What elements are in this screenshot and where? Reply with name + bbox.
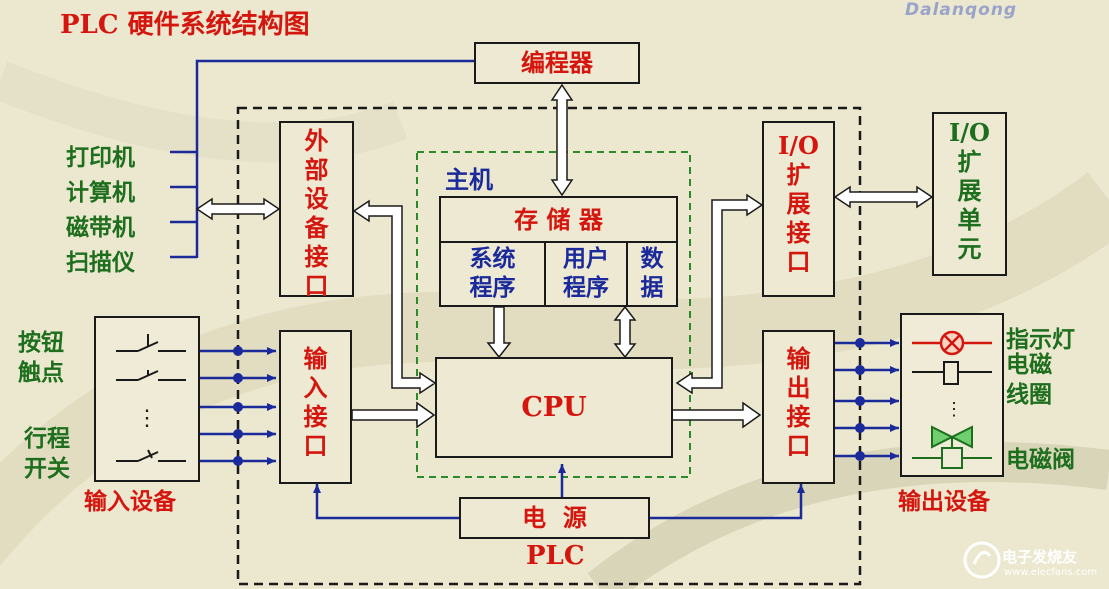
output-label-line: 电磁 — [1006, 351, 1052, 378]
output-lines — [835, 338, 899, 461]
io-expansion-interface-char: 口 — [786, 247, 811, 276]
double-arrow-data-cpu — [613, 305, 637, 359]
double-arrow-ioexp-cpu — [675, 193, 764, 395]
double-arrow-programmer-memory — [550, 83, 574, 197]
output-label-valve: 电磁阀 — [1006, 446, 1075, 473]
output-interface-char: 接 — [786, 402, 811, 431]
peripheral-printer: 打印机 — [66, 144, 135, 171]
io-expansion-unit-char: 扩 — [957, 147, 982, 176]
output-device-box: ⋮ — [900, 313, 1004, 477]
output-device-caption: 输出设备 — [898, 488, 990, 515]
input-interface-box: 输 入 接 口 — [279, 330, 352, 484]
data-cell: 数 据 — [628, 244, 676, 302]
input-label-line: 开关 — [24, 455, 70, 482]
arrow-cpu-output — [671, 401, 762, 429]
io-expansion-interface-char: 展 — [786, 189, 811, 218]
io-expansion-unit-char: 元 — [957, 234, 982, 263]
data-line: 据 — [640, 274, 664, 301]
host-label: 主机 — [445, 165, 493, 194]
external-interface-char: 设 — [304, 184, 329, 213]
watermark-bottom: 电子发烧友 — [1002, 548, 1078, 566]
output-interface-char: 口 — [786, 431, 811, 460]
io-expansion-unit-char: I/O — [949, 118, 990, 147]
external-interface-char: 部 — [304, 155, 329, 184]
lamp-icon — [912, 330, 992, 356]
programmer-box: 编程器 — [474, 42, 640, 84]
arrow-program-cpu — [486, 306, 512, 359]
watermark-logo-icon — [963, 541, 1001, 579]
io-expansion-unit-box: I/O 扩 展 单 元 — [932, 112, 1007, 276]
external-interface-char: 口 — [304, 271, 329, 300]
input-interface-char: 输 — [303, 344, 328, 373]
input-label-line: 触点 — [18, 359, 64, 386]
coil-icon — [912, 361, 992, 385]
watermark-top: Dalanqong — [905, 0, 1018, 20]
system-program-line: 程序 — [469, 274, 516, 301]
cpu-box: CPU — [435, 357, 673, 458]
output-label-line: 线圈 — [1006, 381, 1052, 408]
user-program-line: 程序 — [563, 274, 609, 301]
external-interface-box: 外 部 设 备 接 口 — [279, 121, 354, 300]
io-expansion-unit-char: 单 — [957, 205, 982, 234]
input-label-button: 按钮 触点 — [18, 328, 64, 388]
output-label-lamp: 指示灯 — [1006, 326, 1075, 353]
programmer-label: 编程器 — [521, 48, 593, 77]
output-interface-box: 输 出 接 口 — [762, 330, 835, 484]
arrow-input-cpu — [351, 401, 436, 429]
valve-icon — [912, 425, 992, 469]
power-label: 电 源 — [522, 503, 587, 532]
io-expansion-interface-char: 扩 — [786, 160, 811, 189]
switch-symbols — [116, 334, 186, 462]
data-line: 数 — [640, 245, 664, 272]
input-lines — [200, 346, 276, 466]
output-symbols: ⋮ — [912, 330, 992, 469]
input-device-caption: 输入设备 — [84, 488, 176, 515]
watermark-bottom-url: www.elecfans.com — [1004, 567, 1098, 578]
input-interface-char: 接 — [303, 402, 328, 431]
system-program-line: 系统 — [469, 245, 516, 272]
output-interface-char: 出 — [786, 373, 811, 402]
input-label-line: 按钮 — [18, 329, 64, 356]
external-interface-char: 外 — [304, 126, 329, 155]
io-expansion-unit-char: 展 — [957, 176, 982, 205]
memory-header: 存 储 器 — [441, 198, 676, 243]
input-label-limit: 行程 开关 — [24, 424, 70, 484]
io-expansion-interface-char: I/O — [778, 131, 819, 160]
output-ellipsis: ⋮ — [945, 399, 963, 420]
peripheral-scanner: 扫描仪 — [66, 249, 135, 276]
power-box: 电 源 — [459, 497, 650, 539]
input-interface-char: 口 — [303, 431, 328, 460]
io-expansion-interface-box: I/O 扩 展 接 口 — [762, 121, 835, 297]
user-program-line: 用户 — [563, 245, 609, 272]
peripheral-computer: 计算机 — [66, 179, 135, 206]
output-interface-char: 输 — [786, 344, 811, 373]
user-program-cell: 用户 程序 — [546, 244, 626, 302]
double-arrow-external-cpu — [352, 199, 437, 395]
peripheral-tape: 磁带机 — [66, 214, 135, 241]
memory-box: 存 储 器 系统 程序 用户 程序 数 据 — [439, 196, 678, 307]
input-label-line: 行程 — [24, 425, 70, 452]
memory-label: 存 储 器 — [514, 205, 603, 234]
input-ellipsis: ⋮ — [136, 406, 158, 431]
cpu-label: CPU — [521, 392, 587, 423]
external-interface-char: 接 — [304, 242, 329, 271]
host-boundary — [416, 151, 691, 478]
external-interface-char: 备 — [304, 213, 329, 242]
io-expansion-interface-char: 接 — [786, 218, 811, 247]
output-label-coil: 电磁 线圈 — [1006, 350, 1052, 410]
input-device-box: ⋮ — [94, 316, 200, 482]
double-arrow-io-expansion — [833, 185, 934, 209]
system-program-cell: 系统 程序 — [441, 244, 544, 302]
plc-label: PLC — [526, 541, 585, 571]
page-title: PLC 硬件系统结构图 — [60, 10, 310, 40]
input-interface-char: 入 — [303, 373, 328, 402]
